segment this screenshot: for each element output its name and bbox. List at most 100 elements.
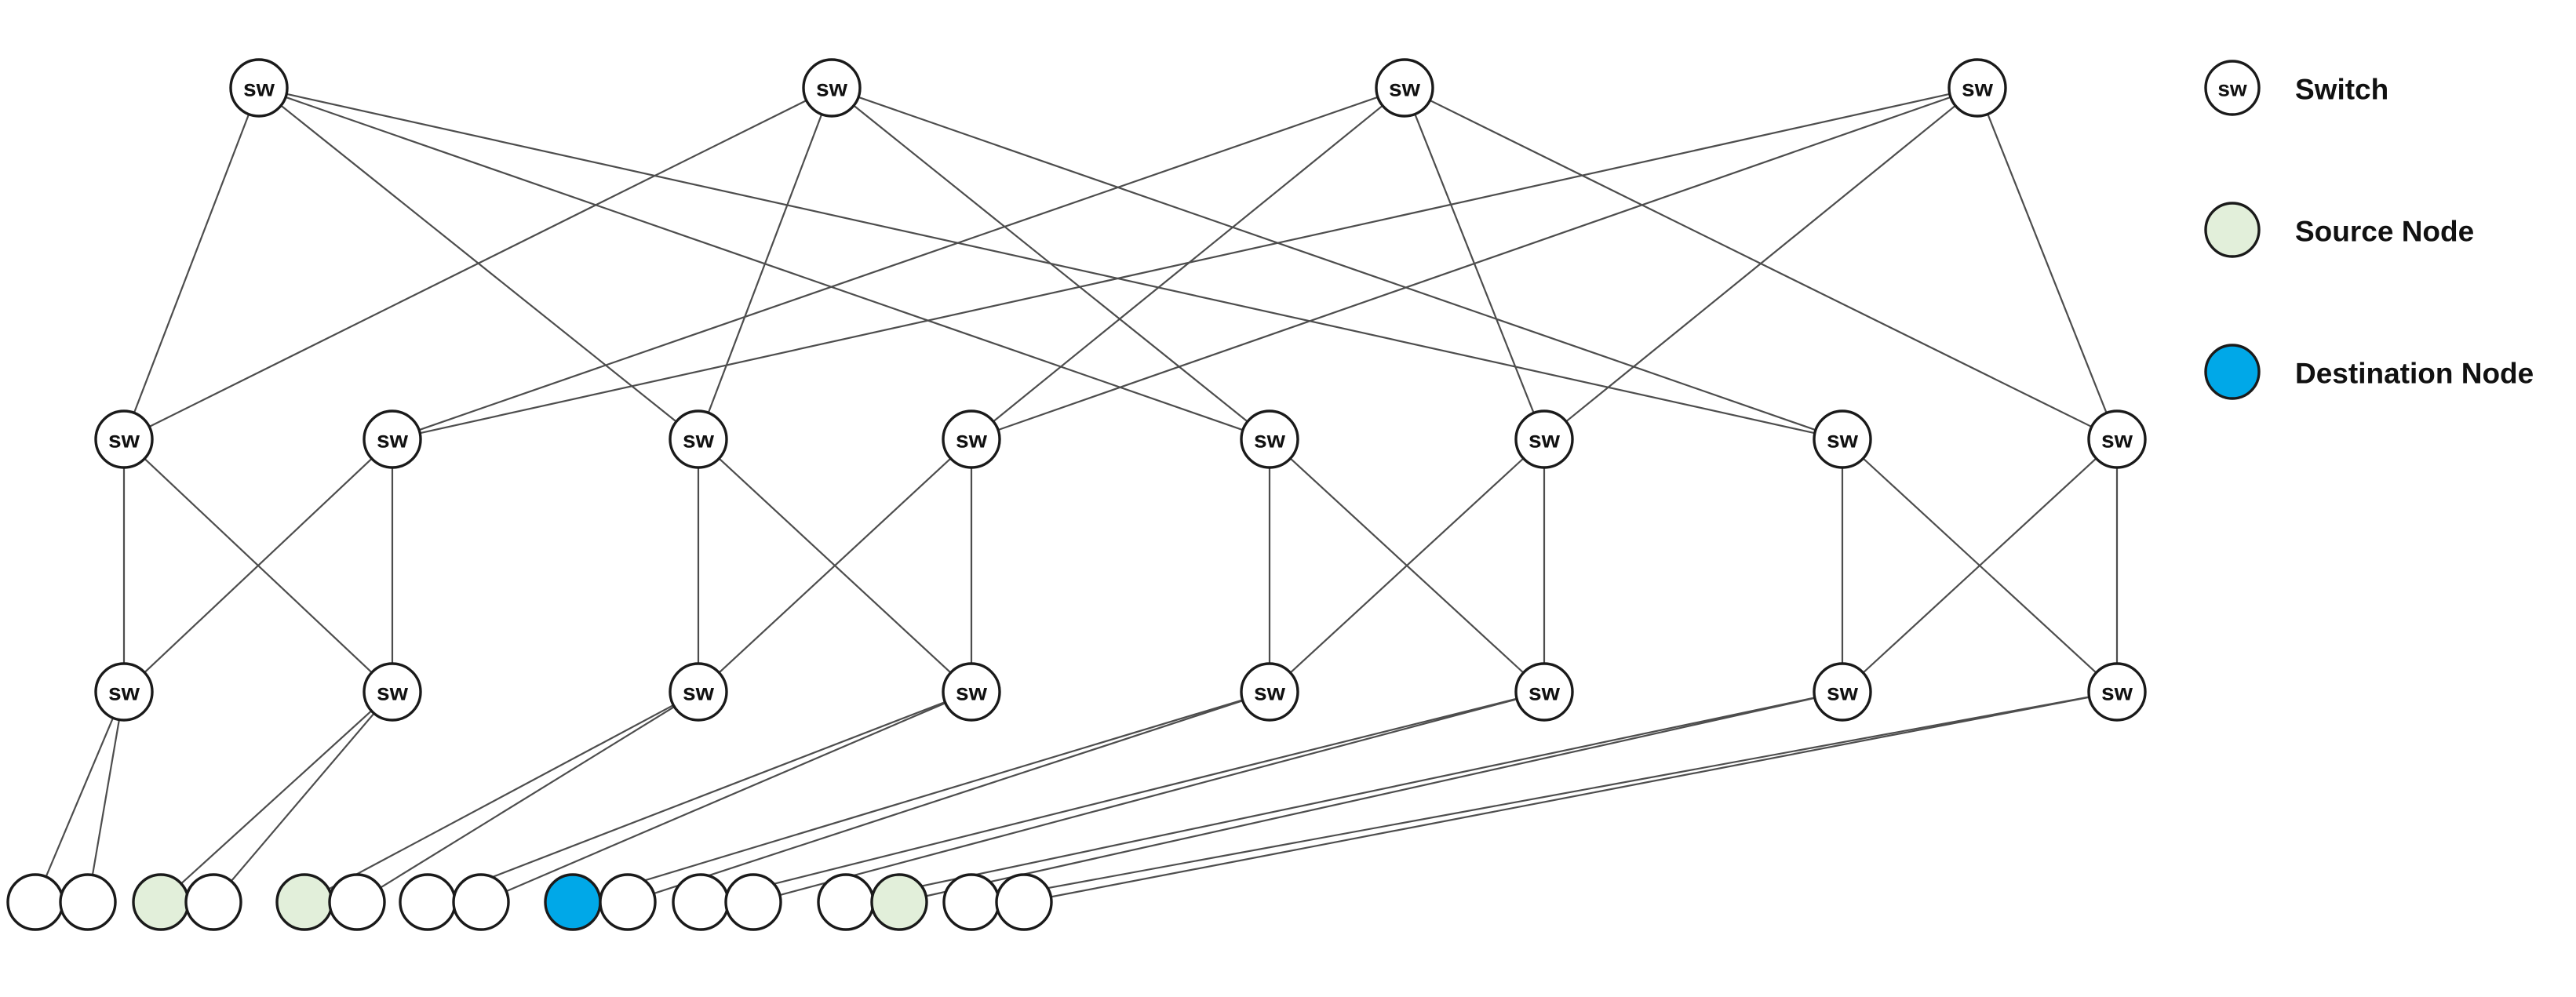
node-hosts-h4[interactable]	[275, 873, 333, 931]
link-c1-a2	[707, 114, 823, 413]
node-edge-e0[interactable]: sw	[94, 662, 154, 722]
node-circle-a3[interactable]	[942, 409, 1001, 469]
node-circle-h11[interactable]	[724, 873, 782, 931]
legend-source-label: Source Node	[2295, 216, 2474, 248]
node-circle-a6[interactable]	[1813, 409, 1872, 469]
link-e1-h2	[180, 710, 373, 885]
node-hosts-h13[interactable]	[870, 873, 928, 931]
node-circle-a1[interactable]	[363, 409, 422, 469]
node-circle-h2[interactable]	[132, 873, 190, 931]
node-circle-h9[interactable]	[599, 873, 657, 931]
node-aggregation-a6[interactable]: sw	[1813, 409, 1872, 469]
node-circle-h8[interactable]	[544, 873, 602, 931]
node-circle-h15[interactable]	[995, 873, 1053, 931]
node-circle-c3[interactable]	[1947, 58, 2007, 118]
node-aggregation-a3[interactable]: sw	[942, 409, 1001, 469]
node-circle-h6[interactable]	[399, 873, 457, 931]
node-layer: sw sw sw sw sw sw sw sw sw sw sw sw sw sw sw sw sw sw sw sw	[6, 58, 2147, 931]
node-hosts-h5[interactable]	[328, 873, 386, 931]
link-e5-h11	[779, 698, 1518, 897]
node-hosts-h15[interactable]	[995, 873, 1053, 931]
node-circle-h7[interactable]	[452, 873, 510, 931]
node-aggregation-a0[interactable]: sw	[94, 409, 154, 469]
node-aggregation-a7[interactable]: sw	[2087, 409, 2147, 469]
node-core-c1[interactable]: sw	[802, 58, 862, 118]
node-circle-e5[interactable]	[1514, 662, 1574, 722]
link-e6-h13	[925, 697, 1816, 897]
link-layer	[45, 93, 2119, 898]
link-e7-h15	[1051, 696, 2090, 898]
node-hosts-h11[interactable]	[724, 873, 782, 931]
node-circle-h14[interactable]	[942, 873, 1000, 931]
legend-switch-swatch	[2204, 60, 2261, 116]
node-circle-e2[interactable]	[669, 662, 728, 722]
link-c1-a4	[853, 104, 1248, 423]
node-aggregation-a1[interactable]: sw	[363, 409, 422, 469]
node-hosts-h7[interactable]	[452, 873, 510, 931]
node-circle-h10[interactable]	[672, 873, 730, 931]
node-hosts-h8[interactable]	[544, 873, 602, 931]
node-circle-h12[interactable]	[817, 873, 875, 931]
node-hosts-h14[interactable]	[942, 873, 1000, 931]
node-circle-h0[interactable]	[6, 873, 64, 931]
node-core-c0[interactable]: sw	[229, 58, 289, 118]
node-circle-c2[interactable]	[1375, 58, 1434, 118]
legend-destination-swatch	[2204, 344, 2261, 400]
node-circle-e7[interactable]	[2087, 662, 2147, 722]
legend-destination-label: Destination Node	[2295, 358, 2534, 390]
link-c1-a6	[858, 96, 1816, 431]
node-edge-e3[interactable]: sw	[942, 662, 1001, 722]
node-hosts-h3[interactable]	[184, 873, 242, 931]
link-a1-e0	[144, 457, 373, 674]
link-e4-h8	[599, 699, 1243, 895]
node-circle-a2[interactable]	[669, 409, 728, 469]
node-edge-e1[interactable]: sw	[363, 662, 422, 722]
node-hosts-h6[interactable]	[399, 873, 457, 931]
node-hosts-h10[interactable]	[672, 873, 730, 931]
node-hosts-h2[interactable]	[132, 873, 190, 931]
node-circle-h4[interactable]	[275, 873, 333, 931]
node-hosts-h0[interactable]	[6, 873, 64, 931]
node-circle-h3[interactable]	[184, 873, 242, 931]
node-edge-e6[interactable]: sw	[1813, 662, 1872, 722]
node-edge-e5[interactable]: sw	[1514, 662, 1574, 722]
link-e2-h4	[328, 704, 674, 890]
node-aggregation-a4[interactable]: sw	[1240, 409, 1299, 469]
node-circle-c0[interactable]	[229, 58, 289, 118]
legend-switch-glyph: sw	[2217, 77, 2247, 101]
link-e2-h5	[380, 705, 675, 889]
node-hosts-h1[interactable]	[59, 873, 117, 931]
node-hosts-h9[interactable]	[599, 873, 657, 931]
node-circle-a0[interactable]	[94, 409, 154, 469]
node-circle-e3[interactable]	[942, 662, 1001, 722]
link-e3-h6	[453, 700, 946, 893]
node-circle-e0[interactable]	[94, 662, 154, 722]
link-e0-h1	[91, 719, 120, 875]
link-e7-h14	[998, 696, 2090, 898]
node-core-c2[interactable]: sw	[1375, 58, 1434, 118]
node-core-c3[interactable]: sw	[1947, 58, 2007, 118]
node-edge-e2[interactable]: sw	[669, 662, 728, 722]
node-circle-c1[interactable]	[802, 58, 862, 118]
node-circle-a7[interactable]	[2087, 409, 2147, 469]
node-aggregation-a2[interactable]: sw	[669, 409, 728, 469]
legend-switch-label: Switch	[2295, 74, 2388, 106]
node-circle-h5[interactable]	[328, 873, 386, 931]
node-aggregation-a5[interactable]: sw	[1514, 409, 1574, 469]
node-circle-e4[interactable]	[1240, 662, 1299, 722]
link-c1-a0	[148, 100, 807, 428]
node-edge-e7[interactable]: sw	[2087, 662, 2147, 722]
legend-source-swatch	[2204, 202, 2261, 258]
node-circle-a4[interactable]	[1240, 409, 1299, 469]
link-c0-a0	[133, 114, 250, 413]
link-c3-a3	[997, 96, 1951, 431]
node-circle-h13[interactable]	[870, 873, 928, 931]
node-circle-e6[interactable]	[1813, 662, 1872, 722]
node-circle-a5[interactable]	[1514, 409, 1574, 469]
link-c3-a5	[1565, 104, 1956, 423]
node-edge-e4[interactable]: sw	[1240, 662, 1299, 722]
node-circle-e1[interactable]	[363, 662, 422, 722]
node-hosts-h12[interactable]	[817, 873, 875, 931]
node-circle-h1[interactable]	[59, 873, 117, 931]
